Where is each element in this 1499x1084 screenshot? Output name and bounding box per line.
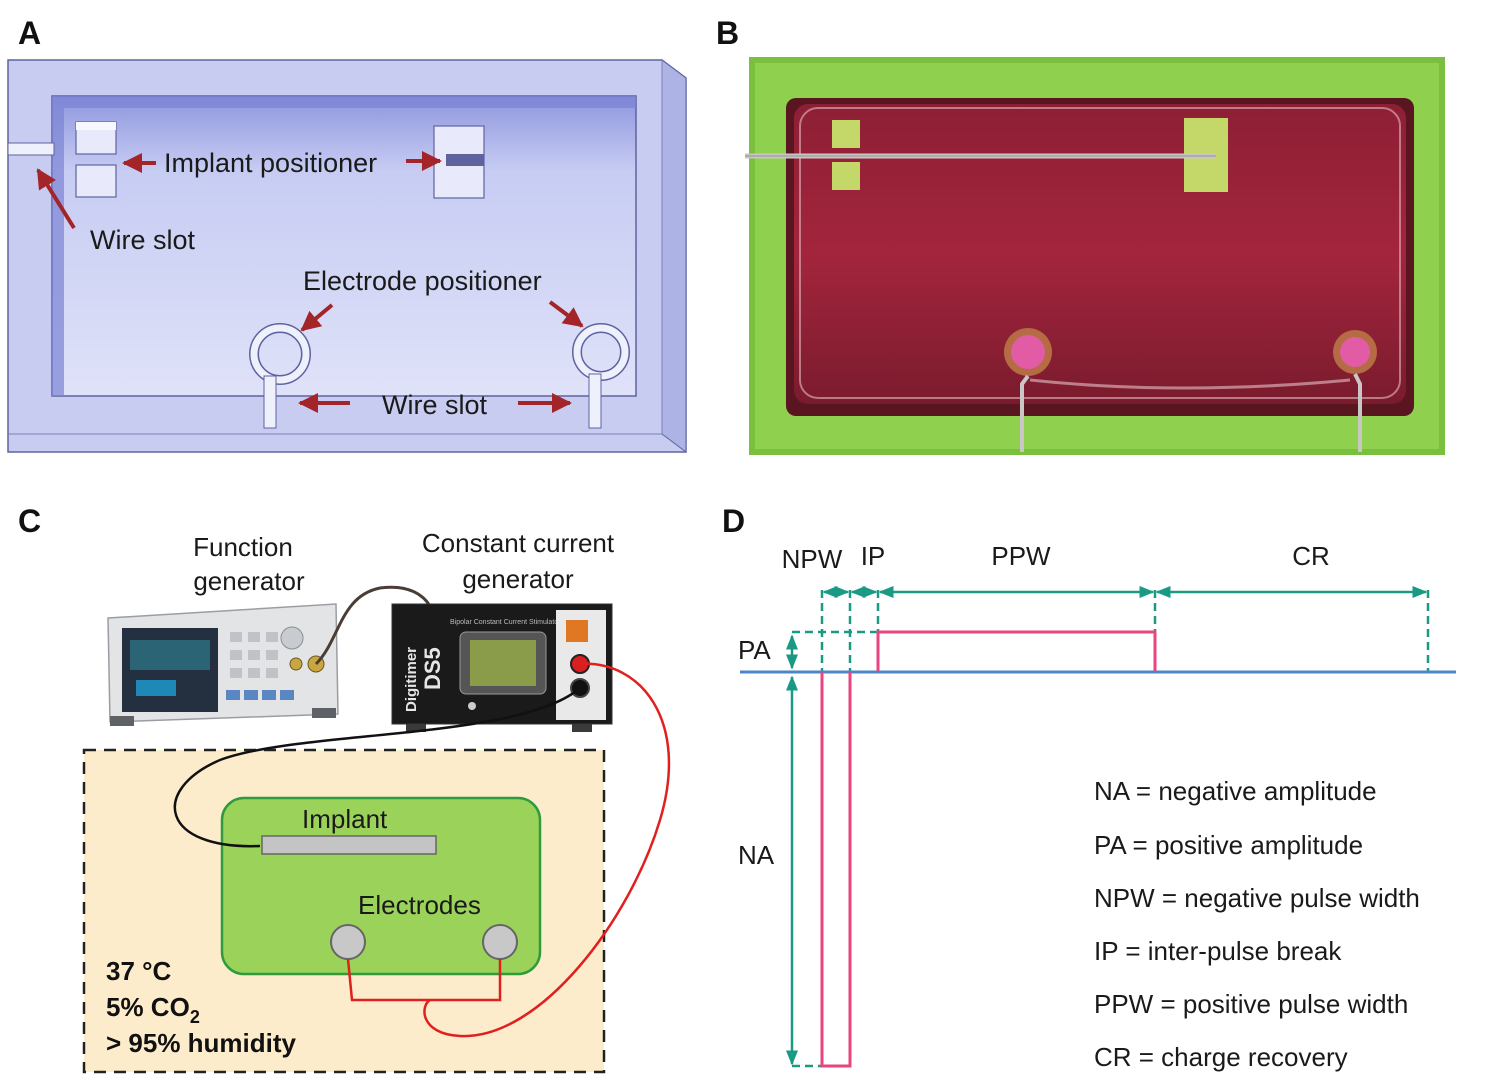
panel-d: D NPW IP PPW CR PA NA — [722, 503, 1456, 1072]
label-wire-slot-bottom: Wire slot — [382, 390, 488, 420]
label-current-generator-line2: generator — [462, 564, 574, 594]
legend-item-na: NA = negative amplitude — [1094, 776, 1377, 806]
function-generator-device — [107, 603, 339, 726]
electrode-positioner-left — [249, 323, 311, 429]
panel-b-letter: B — [716, 15, 739, 51]
label-function-generator-line1: Function — [193, 532, 293, 562]
label-implant: Implant — [302, 804, 388, 834]
label-na: NA — [738, 840, 775, 870]
label-cr: CR — [1292, 541, 1330, 571]
condition-co2: 5% CO2 — [106, 992, 200, 1027]
arrow-electrode-left — [300, 303, 334, 332]
legend-item-pa: PA = positive amplitude — [1094, 830, 1363, 860]
label-wire-slot-top: Wire slot — [90, 225, 196, 255]
legend: NA = negative amplitude PA = positive am… — [1094, 776, 1420, 1072]
device-brand: Digitimer — [403, 647, 420, 712]
condition-humidity: > 95% humidity — [106, 1028, 297, 1058]
legend-item-ip: IP = inter-pulse break — [1094, 936, 1342, 966]
constant-current-generator-device: Digitimer DS5 Bipolar Constant Current S… — [391, 603, 613, 732]
arrow-electrode-right — [548, 300, 584, 328]
black-wire — [173, 687, 581, 848]
red-wire-generator — [423, 662, 671, 1038]
panel-a: A — [7, 15, 687, 453]
condition-temperature: 37 °C — [106, 956, 172, 986]
label-ppw: PPW — [991, 541, 1051, 571]
panel-a-letter: A — [18, 15, 41, 51]
legend-item-cr: CR = charge recovery — [1094, 1042, 1348, 1072]
printed-chamber-photo — [745, 57, 1445, 455]
panel-d-letter: D — [722, 503, 745, 539]
label-pa: PA — [738, 635, 771, 665]
device-model: DS5 — [420, 647, 445, 690]
left-wire-slot — [7, 142, 55, 156]
implant-positioner-right — [433, 125, 485, 199]
device-subtitle: Bipolar Constant Current Stimulator — [450, 619, 561, 626]
panel-c-letter: C — [18, 503, 41, 539]
biphasic-waveform — [820, 630, 1157, 1068]
label-electrode-positioner: Electrode positioner — [303, 266, 542, 296]
arrow-wire-slot-left — [36, 168, 76, 230]
signal-cable — [314, 585, 432, 666]
panel-c: C Function generator Constant current ge… — [18, 503, 671, 1074]
mold-3d-model — [7, 59, 687, 453]
label-implant-positioner: Implant positioner — [164, 148, 377, 178]
label-current-generator-line1: Constant current — [422, 528, 615, 558]
implant-positioner-left — [75, 121, 117, 198]
electrode-left — [330, 924, 366, 960]
electrode-right — [482, 924, 518, 960]
label-electrodes: Electrodes — [358, 890, 481, 920]
timing-guides — [792, 590, 1430, 672]
implant-bar — [261, 835, 437, 855]
label-function-generator-line2: generator — [193, 566, 305, 596]
label-ip: IP — [861, 541, 886, 571]
electrode-positioner-right — [572, 323, 630, 429]
legend-item-npw: NPW = negative pulse width — [1094, 883, 1420, 913]
label-npw: NPW — [782, 544, 843, 574]
legend-item-ppw: PPW = positive pulse width — [1094, 989, 1408, 1019]
panel-b: B — [716, 15, 1445, 455]
red-wire-electrodes — [346, 958, 502, 1002]
